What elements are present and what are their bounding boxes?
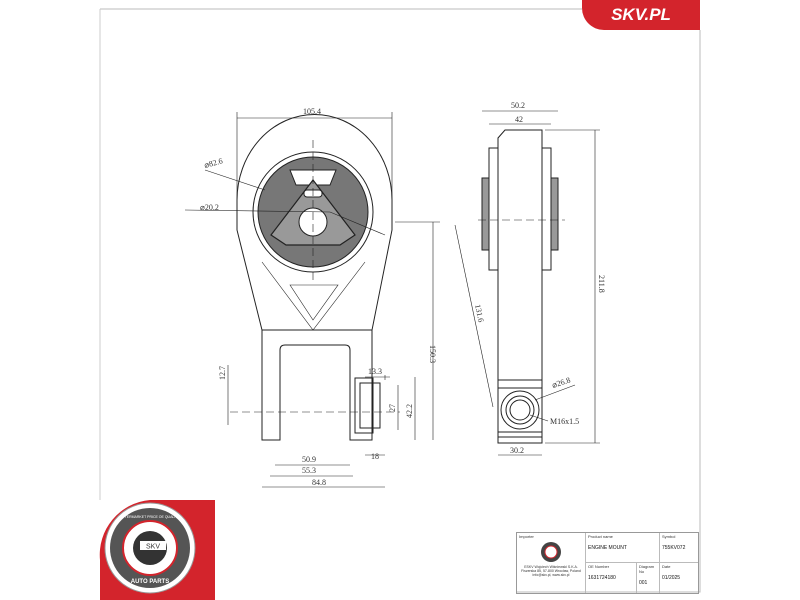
dim-side-width: 50.2 (511, 101, 525, 110)
oe-number: 1631724180 (588, 575, 616, 581)
importer-line: Fiszerska 85, 57-800 Wrocław, Poland (521, 569, 581, 573)
importer-logo (541, 542, 561, 562)
dim-center-distance: 131.6 (473, 304, 486, 323)
stamp-bottom-text: AUTO PARTS (131, 579, 169, 585)
dim-nut-width: 18 (371, 452, 379, 461)
diagram-no-label: Diagram No (639, 564, 655, 574)
dim-eye-width: 30.2 (510, 446, 524, 455)
dim-nut: 27 (388, 404, 397, 412)
title-block: Importer ESKV Wojciech Wiśniewski S.K.A.… (516, 532, 699, 594)
date-value: 01/2025 (662, 575, 681, 581)
dim-nut-outer: 42.2 (405, 404, 414, 418)
importer-label: Importer (519, 534, 534, 539)
frame-line (516, 30, 701, 593)
stamp-center-text: SKV (146, 544, 160, 551)
dim-thread: M16x1.5 (550, 417, 579, 426)
side-view (454, 110, 600, 456)
product-name-label: Product name (588, 534, 613, 539)
date-label: Date (662, 564, 671, 569)
diagram-no: 001 (639, 580, 648, 586)
dim-height: 150.3 (428, 345, 437, 363)
symbol-label: Symbol (662, 534, 676, 539)
dim-fork-hole: 12.7 (218, 366, 227, 380)
dim-side-inner: 42 (515, 115, 523, 124)
importer-line: ESKV Wojciech Wiśniewski S.K.A. (524, 565, 578, 569)
importer-line: info@skv.pl, www.skv.pl (532, 573, 570, 577)
skv-brand-logo: SKV.PL (582, 0, 700, 30)
dim-fork-inner: 50.9 (302, 455, 316, 464)
dim-outer-diameter: ⌀82.6 (203, 156, 224, 170)
product-name: ENGINE MOUNT (588, 545, 627, 551)
oe-number-label: OE Number (588, 564, 610, 569)
stamp-top-text: AFTERMARKET PRICE OE QUALITY (120, 515, 180, 519)
skv-stamp-logo: SKV AUTO PARTS AFTERMARKET PRICE OE QUAL… (99, 500, 215, 600)
dim-bolt-head: 13.3 (368, 367, 382, 376)
dim-fork-mid: 55.3 (302, 466, 316, 475)
dim-side-height: 211.8 (597, 275, 606, 293)
symbol-value: 755KV072 (662, 545, 686, 551)
dim-bore-diameter: ⌀20.2 (200, 203, 219, 212)
dim-width: 105.4 (303, 107, 321, 116)
front-view (184, 112, 440, 488)
dim-fork-outer: 84.8 (312, 478, 326, 487)
